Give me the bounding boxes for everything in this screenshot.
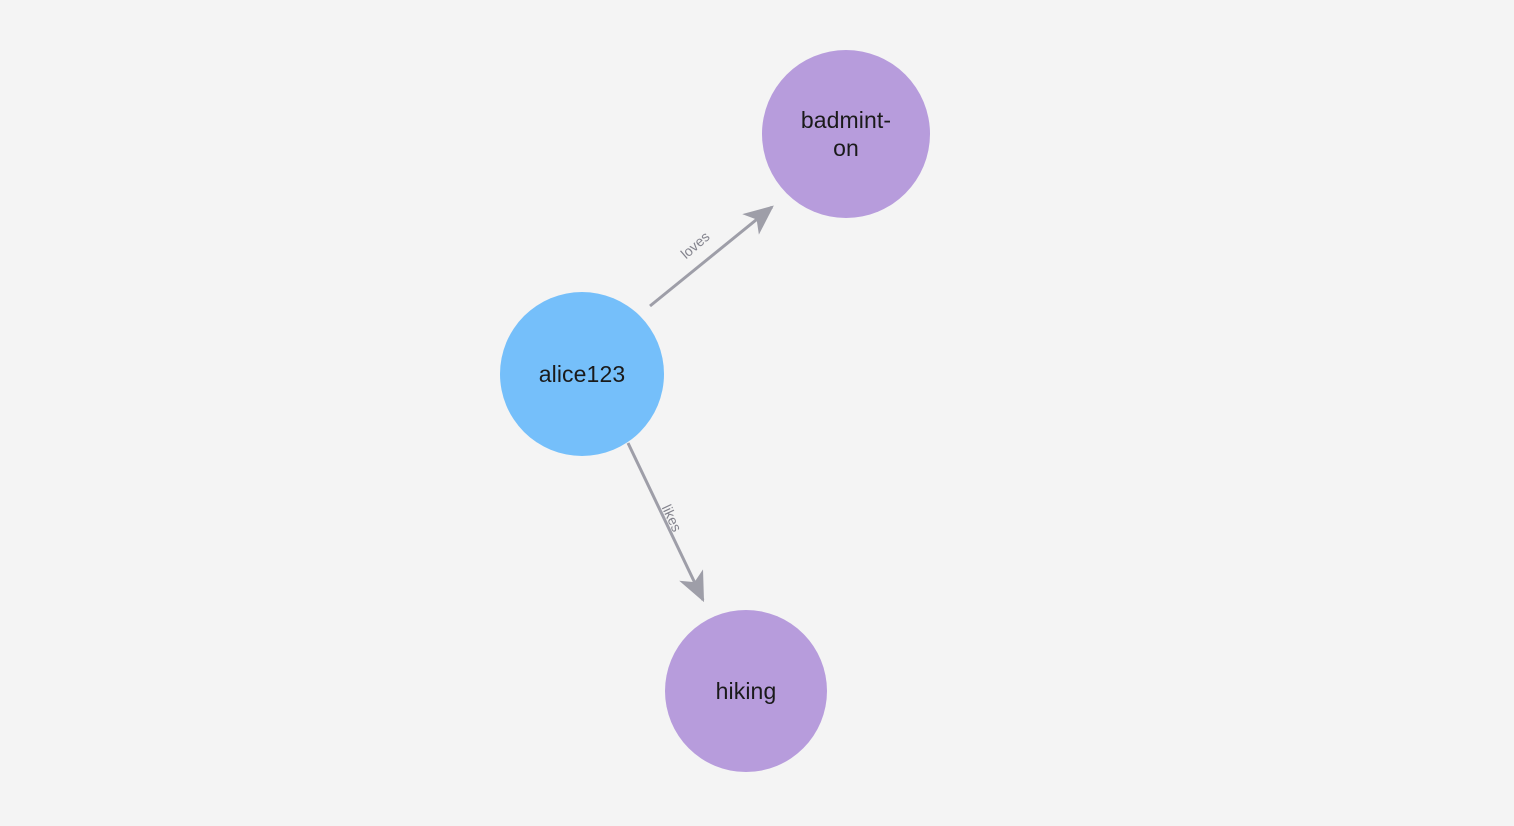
graph-node-alice123[interactable]: alice123 xyxy=(500,292,664,456)
edge-label-loves: loves xyxy=(677,228,713,262)
edge-label-likes: likes xyxy=(658,501,686,535)
graph-node-badminton[interactable]: badmint- on xyxy=(762,50,930,218)
edge-alice123-loves-badminton[interactable] xyxy=(649,205,774,308)
node-label-badminton: badmint- on xyxy=(800,107,892,161)
node-label-hiking: hiking xyxy=(715,678,777,704)
graph-node-hiking[interactable]: hiking xyxy=(665,610,827,772)
node-label-alice123: alice123 xyxy=(538,361,626,387)
